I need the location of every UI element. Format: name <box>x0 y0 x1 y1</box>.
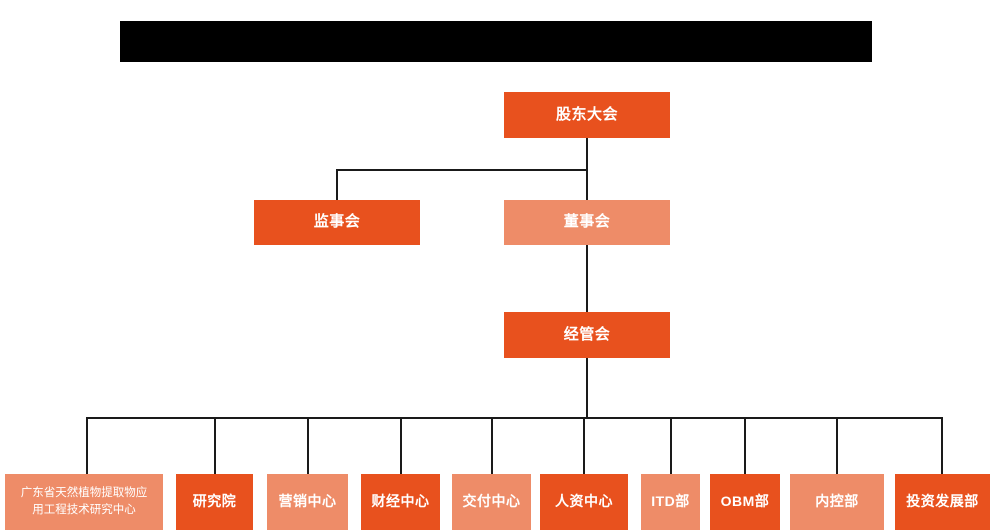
node-department-research-institute[interactable]: 研究院 <box>176 474 253 530</box>
connector-directors-to-management <box>586 245 588 312</box>
node-management-committee[interactable]: 经管会 <box>504 312 670 358</box>
connector-drop-dept-10 <box>941 417 943 474</box>
node-department-hr-center[interactable]: 人资中心 <box>540 474 628 530</box>
node-department-finance-center[interactable]: 财经中心 <box>361 474 440 530</box>
node-board-of-directors[interactable]: 董事会 <box>504 200 670 245</box>
connector-drop-dept-6 <box>583 417 585 474</box>
connector-level1-bus <box>336 169 588 171</box>
node-board-of-supervisors[interactable]: 监事会 <box>254 200 420 245</box>
node-department-guangdong-research-center[interactable]: 广东省天然植物提取物应 用工程技术研究中心 <box>5 474 163 530</box>
node-department-internal-control[interactable]: 内控部 <box>790 474 884 530</box>
node-department-obm[interactable]: OBM部 <box>710 474 780 530</box>
node-shareholders-meeting[interactable]: 股东大会 <box>504 92 670 138</box>
connector-drop-dept-1 <box>86 417 88 474</box>
connector-to-directors <box>586 169 588 201</box>
connector-to-supervisors <box>336 169 338 201</box>
connector-drop-dept-7 <box>670 417 672 474</box>
connector-drop-dept-4 <box>400 417 402 474</box>
connector-departments-bus <box>86 417 942 419</box>
connector-management-down <box>586 358 588 418</box>
connector-drop-dept-3 <box>307 417 309 474</box>
connector-drop-dept-2 <box>214 417 216 474</box>
connector-drop-dept-8 <box>744 417 746 474</box>
connector-shareholders-down <box>586 138 588 170</box>
department-label-line-1: 广东省天然植物提取物应 <box>20 487 148 500</box>
node-department-delivery-center[interactable]: 交付中心 <box>452 474 531 530</box>
connector-drop-dept-9 <box>836 417 838 474</box>
connector-drop-dept-5 <box>491 417 493 474</box>
department-label-line-2: 用工程技术研究中心 <box>32 504 136 516</box>
node-department-itd[interactable]: ITD部 <box>641 474 700 530</box>
node-department-marketing-center[interactable]: 营销中心 <box>267 474 348 530</box>
redacted-title-bar <box>120 21 872 62</box>
node-department-investment-development[interactable]: 投资发展部 <box>895 474 990 530</box>
